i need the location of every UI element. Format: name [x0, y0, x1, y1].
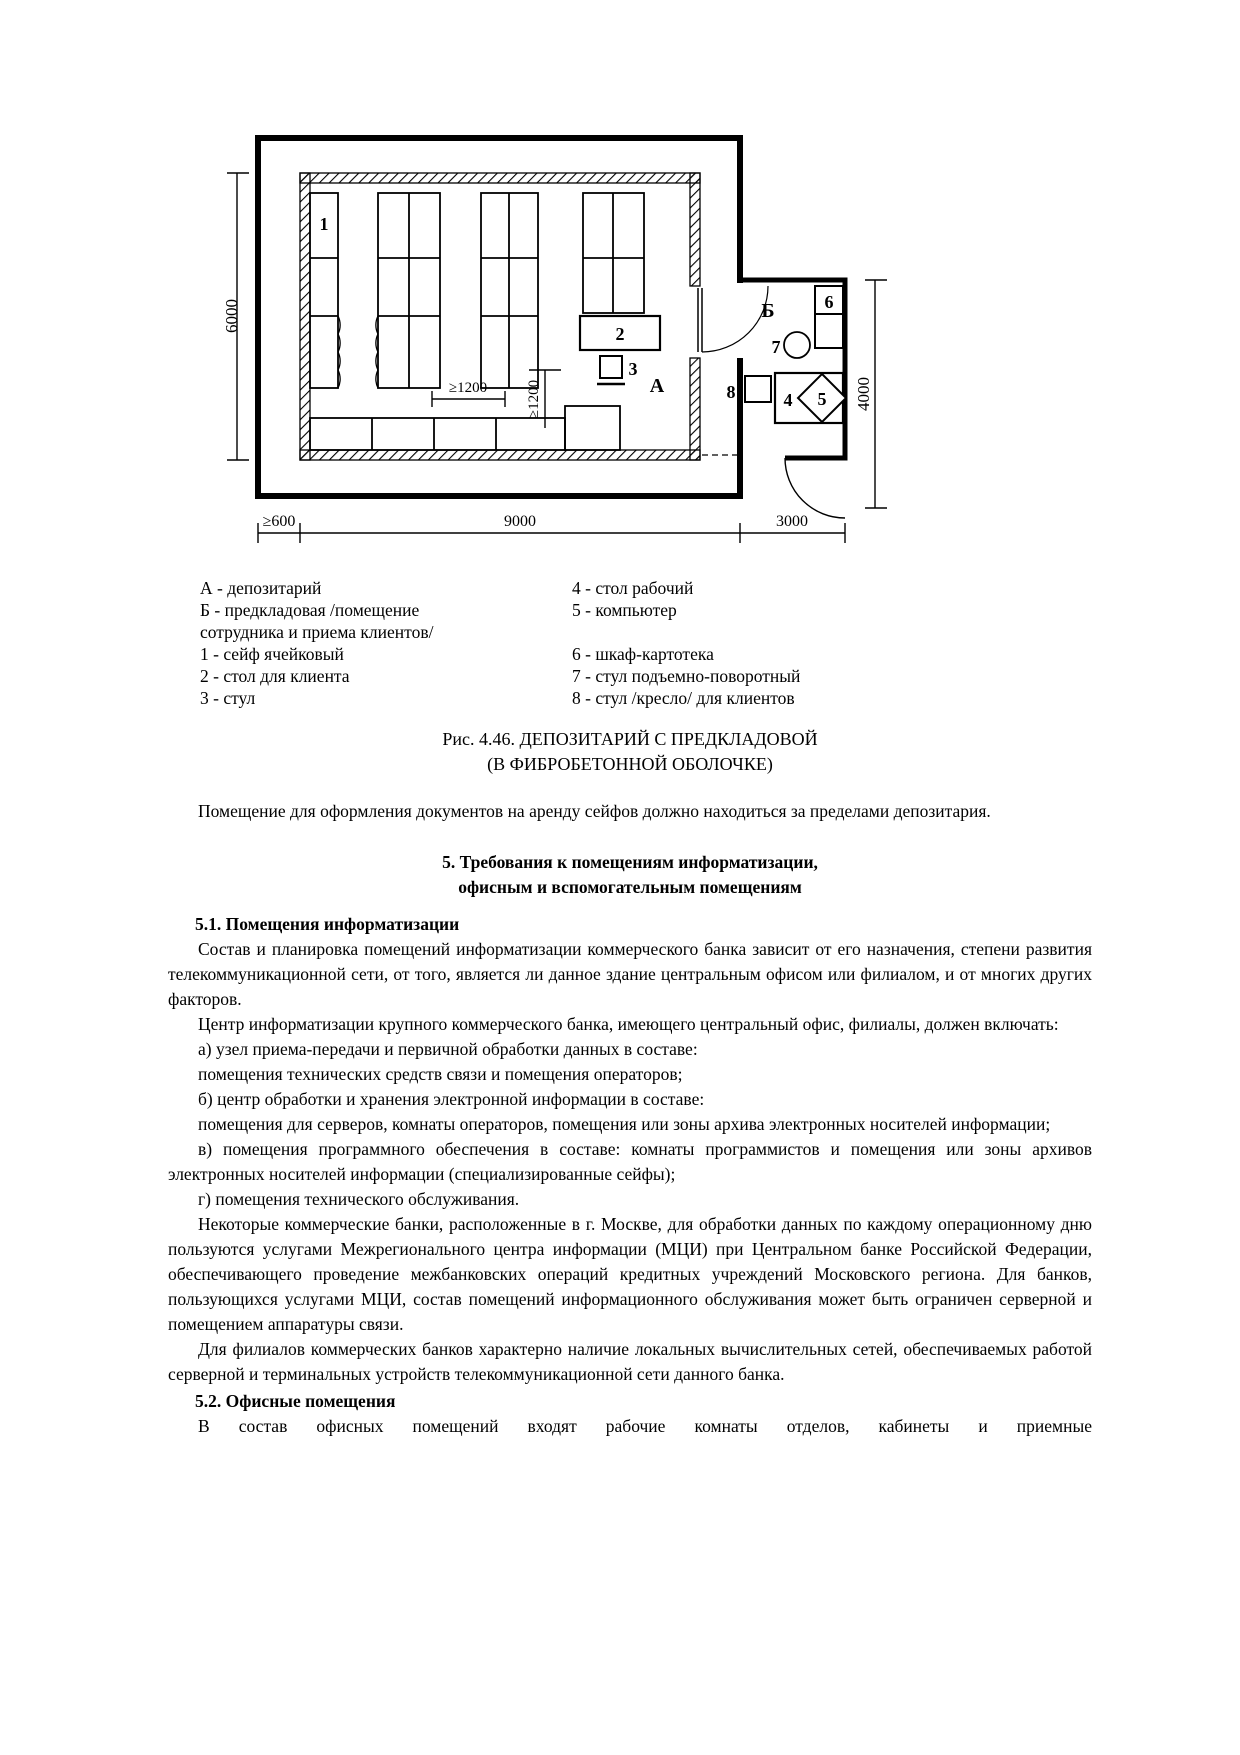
floor-plan-figure: 6000 4000 ≥600 9000 3000 ≥1200	[222, 135, 887, 543]
legend-item: 6 - шкаф-картотека	[572, 644, 714, 664]
label-cabinet-6: 6	[825, 292, 834, 312]
paragraph: Для филиалов коммерческих банков характе…	[168, 1339, 1092, 1384]
label-chair-3: 3	[629, 359, 638, 379]
client-table	[578, 314, 662, 352]
legend-column-left: А - депозитарий Б - предкладовая /помеще…	[200, 577, 572, 709]
annex-walls	[740, 277, 848, 461]
vault-wall-right-lower	[689, 357, 701, 461]
paragraph: Состав и планировка помещений информатиз…	[168, 939, 1092, 1009]
paragraph: в) помещения программного обеспечения в …	[168, 1139, 1092, 1184]
vault-door-arc	[701, 285, 769, 353]
section-heading-5-line2: офисным и вспомогательным помещениям	[458, 877, 802, 897]
legend-item: Б - предкладовая /помещение	[200, 600, 420, 620]
paragraph: Центр информатизации крупного коммерческ…	[198, 1014, 1059, 1034]
vault-wall-top	[299, 172, 701, 184]
paragraph-intro: Помещение для оформления документов на а…	[198, 801, 991, 821]
outer-shell-wall	[255, 135, 743, 499]
dimension-9000-label: 9000	[504, 513, 536, 530]
section-heading-5-line1: 5. Требования к помещениям информатизаци…	[442, 852, 818, 872]
dimension-4000	[865, 279, 887, 509]
legend-item: 8 - стул /кресло/ для клиентов	[572, 688, 795, 708]
label-chair-8: 8	[727, 382, 736, 402]
dimension-chain-bottom	[257, 523, 846, 543]
paragraph: помещения для серверов, комнаты оператор…	[198, 1114, 1051, 1134]
figure-container: 6000 4000 ≥600 9000 3000 ≥1200	[222, 118, 1092, 555]
label-room-a: А	[650, 375, 665, 397]
vault-wall-left	[299, 172, 311, 461]
paragraph: г) помещения технического обслуживания.	[198, 1189, 520, 1209]
dimension-1200-h-label: ≥1200	[449, 380, 487, 396]
paragraph: В состав офисных помещений входят рабочи…	[198, 1416, 1092, 1436]
label-safe-1: 1	[320, 214, 329, 234]
paragraph: а) узел приема-передачи и первичной обра…	[198, 1039, 698, 1059]
dimension-1200-horizontal	[431, 391, 506, 407]
figure-caption-line1: Рис. 4.46. ДЕПОЗИТАРИЙ С ПРЕДКЛАДОВОЙ	[442, 729, 818, 749]
legend-item: 4 - стол рабочий	[572, 578, 694, 598]
legend-item: 3 - стул	[200, 688, 256, 708]
legend-item: сотрудника и приема клиентов/	[200, 622, 434, 642]
swivel-chair	[783, 331, 811, 359]
label-desk-4: 4	[784, 390, 793, 410]
paragraph: б) центр обработки и хранения электронно…	[198, 1089, 705, 1109]
figure-caption-line2: (В ФИБРОБЕТОННОЙ ОБОЛОЧКЕ)	[487, 754, 773, 774]
safe-bank-1	[309, 192, 341, 389]
subsection-heading-5-1: 5.1. Помещения информатизации	[195, 914, 460, 934]
section-heading-5: 5. Требования к помещениям информатизаци…	[168, 850, 1092, 900]
card-file-cabinet	[814, 285, 844, 349]
safe-bank-2	[375, 192, 441, 389]
dimension-1200-vertical	[529, 369, 561, 428]
legend-item	[572, 621, 1092, 643]
chair-3	[599, 355, 623, 379]
paragraph: помещения технических средств связи и по…	[198, 1064, 683, 1084]
dimension-600-label: ≥600	[263, 513, 296, 530]
label-computer-5: 5	[818, 389, 827, 409]
exterior-door-arc	[784, 457, 846, 519]
figure-legend: А - депозитарий Б - предкладовая /помеще…	[200, 577, 1092, 709]
subsection-heading-5-2: 5.2. Офисные помещения	[195, 1391, 396, 1411]
dimension-1200-v-label: ≥1200	[526, 380, 542, 418]
label-room-b: Б	[761, 300, 774, 322]
label-chair-7: 7	[772, 337, 781, 357]
client-chair	[744, 375, 772, 403]
dimension-6000-label: 6000	[225, 299, 241, 333]
label-table-2: 2	[616, 324, 625, 344]
vault-wall-right-upper	[689, 172, 701, 287]
dimension-4000-label: 4000	[854, 377, 873, 411]
legend-item: 1 - сейф ячейковый	[200, 644, 344, 664]
bottom-safe-row	[309, 405, 621, 451]
dimension-3000-label: 3000	[776, 513, 808, 530]
legend-item: 7 - стул подъемно-поворотный	[572, 666, 801, 686]
safe-bank-3	[480, 192, 539, 389]
legend-column-right: 4 - стол рабочий 5 - компьютер 6 - шкаф-…	[572, 577, 1092, 709]
vault-wall-bottom	[299, 449, 701, 461]
paragraph: Некоторые коммерческие банки, расположен…	[168, 1214, 1092, 1334]
legend-item: 5 - компьютер	[572, 600, 677, 620]
legend-item: 2 - стол для клиента	[200, 666, 350, 686]
dimension-6000	[227, 172, 249, 461]
legend-item: А - депозитарий	[200, 578, 322, 598]
computer-diamond	[796, 372, 848, 424]
safe-bank-4	[582, 192, 645, 314]
figure-caption: Рис. 4.46. ДЕПОЗИТАРИЙ С ПРЕДКЛАДОВОЙ (В…	[168, 727, 1092, 777]
